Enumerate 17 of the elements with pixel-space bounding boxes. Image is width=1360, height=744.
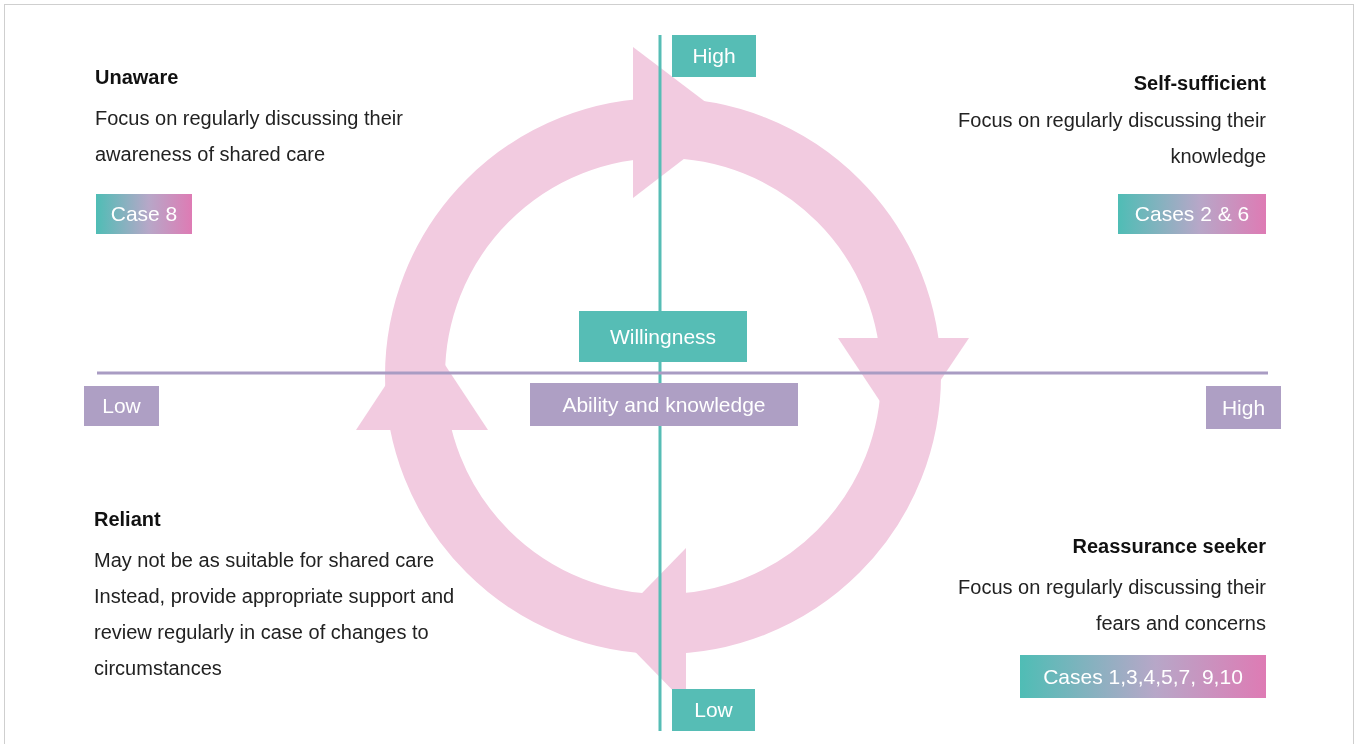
quadrant-description: Focus on regularly discussing their awareness of shared care	[95, 106, 404, 167]
axis-label: Low	[672, 689, 755, 731]
case-tag: Cases 1,3,4,5,7, 9,10	[1020, 655, 1266, 698]
axis-label: Willingness	[579, 311, 747, 362]
axis-label: Ability and knowledge	[530, 383, 798, 426]
quadrant-description: Focus on regularly discussing their knowledge	[957, 108, 1266, 169]
quadrant-heading: Reliant	[94, 508, 162, 531]
axis-label: High	[1206, 386, 1281, 429]
axis-label: High	[672, 35, 756, 77]
case-tag: Case 8	[96, 194, 192, 234]
quadrant-heading: Reassurance seeker	[1071, 535, 1266, 558]
quadrant-description: Focus on regularly discussing their fears and concerns	[957, 575, 1266, 636]
quadrant-heading: Unaware	[95, 66, 180, 89]
quadrant-heading: Self-sufficient	[1132, 72, 1266, 95]
case-tag: Cases 2 & 6	[1118, 194, 1266, 234]
axis-label: Low	[84, 386, 159, 426]
quadrant-description: May not be as suitable for shared care Instead, provide appropriate support and review regularly in case of changes to circumstances	[94, 548, 456, 681]
